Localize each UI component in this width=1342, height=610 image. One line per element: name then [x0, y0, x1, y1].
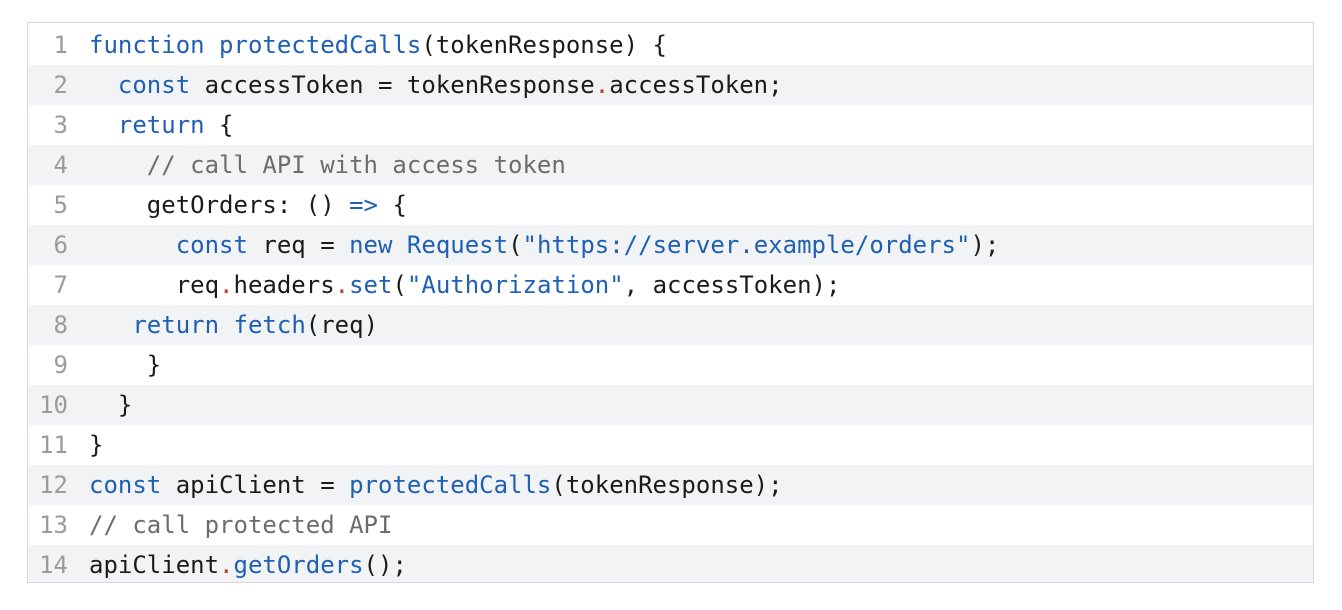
code-token: (tokenResponse) {	[421, 31, 667, 59]
code-token: getOrders: ()	[89, 191, 350, 219]
code-text: const accessToken = tokenResponse.access…	[89, 71, 1313, 99]
line-number: 9	[53, 351, 68, 379]
code-token: accessToken = tokenResponse	[190, 71, 595, 99]
code-line: 9 }	[28, 345, 1313, 385]
code-token: .	[594, 71, 610, 99]
code-token: req	[89, 271, 220, 299]
code-text: getOrders: () => {	[89, 191, 1313, 219]
code-line: 4 // call API with access token	[28, 145, 1313, 185]
code-line: 13 // call protected API	[28, 505, 1313, 545]
code-token: Request	[406, 231, 509, 259]
code-token: // call API with access token	[146, 151, 566, 179]
code-token: protectedCalls	[349, 471, 552, 499]
code-token: apiClient =	[161, 471, 350, 499]
line-number: 11	[39, 431, 68, 459]
code-token: const	[117, 71, 191, 99]
code-token	[89, 151, 147, 179]
code-token: return	[132, 311, 220, 339]
code-text: const apiClient = protectedCalls(tokenRe…	[89, 471, 1313, 499]
code-token: return	[117, 111, 205, 139]
code-token: ();	[363, 551, 407, 579]
code-token: }	[89, 391, 133, 419]
line-number: 3	[53, 111, 68, 139]
code-text: const req = new Request("https://server.…	[89, 231, 1313, 259]
line-number: 1	[53, 31, 68, 59]
code-text: function protectedCalls(tokenResponse) {	[89, 31, 1313, 59]
code-token: , accessToken);	[623, 271, 841, 299]
code-token: }	[89, 431, 104, 459]
line-number: 5	[53, 191, 68, 219]
code-token: // call protected API	[89, 511, 393, 539]
code-token: =>	[349, 191, 378, 219]
code-text: }	[89, 431, 1313, 459]
code-text: apiClient.getOrders();	[89, 551, 1313, 579]
code-token: accessToken;	[609, 71, 783, 99]
line-number: 8	[53, 311, 68, 339]
code-token: );	[970, 231, 1000, 259]
code-line: 11}	[28, 425, 1313, 465]
code-token: function	[89, 31, 205, 59]
line-number: 4	[53, 151, 68, 179]
code-text: // call API with access token	[89, 151, 1313, 179]
code-token: (	[508, 231, 523, 259]
code-line: 7 req.headers.set("Authorization", acces…	[28, 265, 1313, 305]
code-line: 2 const accessToken = tokenResponse.acce…	[28, 65, 1313, 105]
line-number: 13	[39, 511, 68, 539]
code-token: "https://server.example/orders"	[522, 231, 971, 259]
code-token: .	[219, 271, 234, 299]
code-text: return fetch(req)	[89, 311, 1313, 339]
code-text: }	[89, 391, 1313, 419]
code-token	[89, 111, 118, 139]
code-line: 5 getOrders: () => {	[28, 185, 1313, 225]
code-token: protectedCalls	[219, 31, 422, 59]
code-line: 6 const req = new Request("https://serve…	[28, 225, 1313, 265]
code-token	[392, 231, 406, 259]
code-token: const	[175, 231, 248, 259]
line-number: 6	[53, 231, 68, 259]
code-line: 8 return fetch(req)	[28, 305, 1313, 345]
code-token: getOrders	[233, 551, 364, 579]
code-token: (	[392, 271, 407, 299]
code-text: req.headers.set("Authorization", accessT…	[89, 271, 1313, 299]
code-text: }	[89, 351, 1313, 379]
code-token: fetch	[233, 311, 306, 339]
code-token: req =	[247, 231, 350, 259]
code-token: new	[349, 231, 393, 259]
code-token	[219, 311, 233, 339]
code-token: .	[334, 271, 350, 299]
code-token	[89, 311, 132, 339]
code-text: // call protected API	[89, 511, 1313, 539]
code-token: "Authorization"	[406, 271, 624, 299]
line-number: 7	[53, 271, 68, 299]
code-token: {	[378, 191, 407, 219]
code-text: return {	[89, 111, 1313, 139]
code-token: (tokenResponse);	[551, 471, 783, 499]
code-token: apiClient	[89, 551, 220, 579]
code-token: const	[89, 471, 162, 499]
code-line: 10 }	[28, 385, 1313, 425]
code-line: 3 return {	[28, 105, 1313, 145]
line-number: 14	[39, 551, 68, 579]
code-token: headers	[233, 271, 335, 299]
code-token	[205, 31, 219, 59]
code-token: .	[219, 551, 234, 579]
code-token: }	[89, 351, 162, 379]
line-number: 2	[53, 71, 68, 99]
code-token	[89, 231, 176, 259]
line-number: 10	[39, 391, 68, 419]
code-line: 1 function protectedCalls(tokenResponse) …	[28, 25, 1313, 65]
code-token: (req)	[305, 311, 379, 339]
code-token: {	[204, 111, 234, 139]
code-token	[89, 71, 118, 99]
code-token: set	[349, 271, 393, 299]
line-number: 12	[39, 471, 68, 499]
code-line: 12 const apiClient = protectedCalls(token…	[28, 465, 1313, 505]
code-line: 14 apiClient.getOrders();	[28, 545, 1313, 582]
